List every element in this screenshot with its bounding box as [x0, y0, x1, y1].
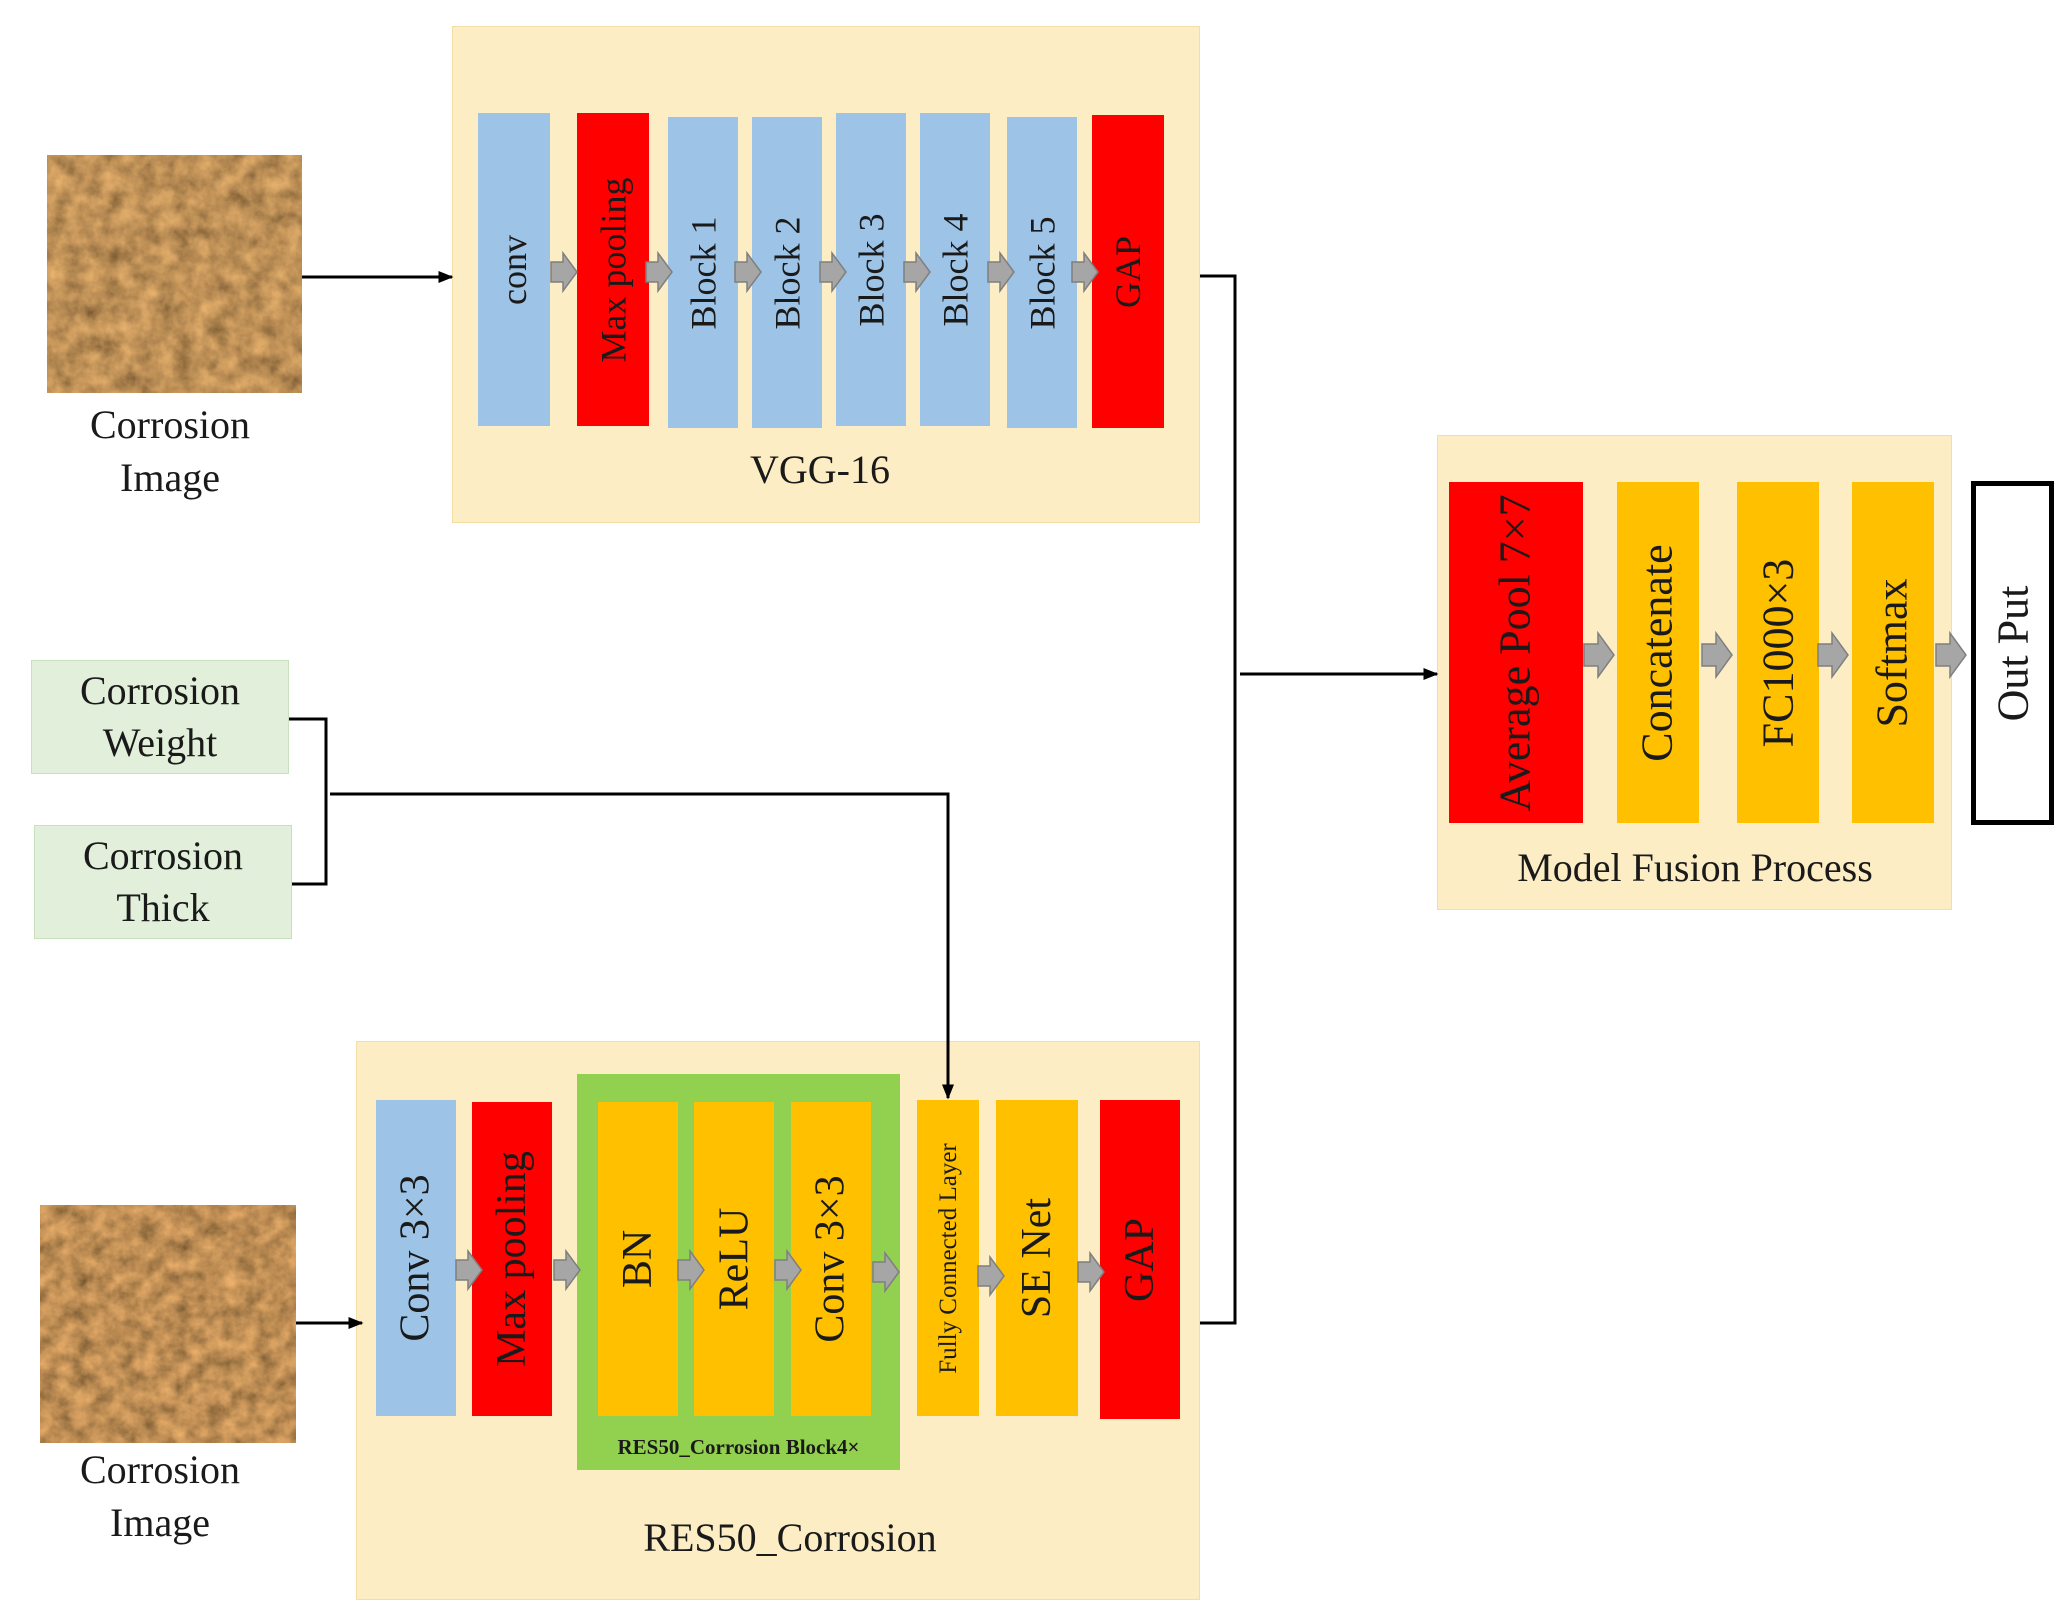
weight-label-line2: Weight — [102, 720, 218, 765]
res-fully-connected-block: Fully Connected Layer — [917, 1100, 979, 1416]
vgg-block4: Block 4 — [920, 113, 990, 426]
gray-arrow-icon — [677, 1248, 705, 1292]
gray-arrow-icon — [977, 1254, 1005, 1298]
fusion-avgpool-block: Average Pool 7×7 — [1449, 482, 1583, 823]
res50-title: RES50_Corrosion — [643, 1515, 937, 1560]
side-inputs-to-fc-arrow — [330, 792, 954, 1100]
side-inputs-bracket — [289, 717, 328, 886]
gray-arrow-icon — [1817, 630, 1849, 680]
gray-arrow-icon — [734, 250, 762, 294]
gray-arrow-icon — [553, 1248, 581, 1292]
vgg-block1: Block 1 — [668, 117, 738, 428]
vgg-block5: Block 5 — [1007, 117, 1077, 428]
bottom-image-label-line2: Image — [110, 1500, 210, 1545]
top-image-label: Corrosion Image — [40, 398, 300, 504]
res-gap-block: GAP — [1100, 1100, 1180, 1419]
vgg-output-connector — [1200, 274, 1237, 674]
fusion-concatenate-block: Concatenate — [1617, 482, 1699, 823]
gray-arrow-icon — [774, 1248, 802, 1292]
corrosion-weight-input: Corrosion Weight — [31, 660, 289, 774]
gray-arrow-icon — [1583, 630, 1615, 680]
res-maxpool-block: Max pooling — [472, 1102, 552, 1416]
corrosion-thick-input: Corrosion Thick — [34, 825, 292, 939]
gray-arrow-icon — [455, 1248, 483, 1292]
top-image-label-line2: Image — [120, 455, 220, 500]
thick-label-line2: Thick — [116, 885, 210, 930]
vgg-block2: Block 2 — [752, 117, 822, 428]
gray-arrow-icon — [1935, 630, 1967, 680]
gray-arrow-icon — [1071, 250, 1099, 294]
res-inner-conv-block: Conv 3×3 — [791, 1102, 871, 1416]
gray-arrow-icon — [987, 250, 1015, 294]
top-image-label-line1: Corrosion — [90, 402, 250, 447]
vgg-conv-block: conv — [478, 113, 550, 426]
fusion-title: Model Fusion Process — [1517, 845, 1873, 890]
bottom-corrosion-image — [40, 1205, 296, 1443]
res-output-connector — [1200, 674, 1237, 1325]
weight-label-line1: Corrosion — [80, 668, 240, 713]
gray-arrow-icon — [903, 250, 931, 294]
gray-arrow-icon — [645, 250, 673, 294]
bottom-image-label: Corrosion Image — [30, 1443, 290, 1549]
rust-texture-graphic — [47, 155, 302, 393]
gray-arrow-icon — [1701, 630, 1733, 680]
gray-arrow-icon — [872, 1250, 900, 1294]
fusion-softmax-block: Softmax — [1852, 482, 1934, 823]
res-senet-block: SE Net — [996, 1100, 1078, 1416]
gray-arrow-icon — [1077, 1250, 1105, 1294]
top-corrosion-image — [47, 155, 302, 393]
bottom-image-label-line1: Corrosion — [80, 1447, 240, 1492]
vgg-block3: Block 3 — [836, 113, 906, 426]
res-inner-block-caption: RES50_Corrosion Block4× — [617, 1435, 860, 1459]
vgg16-title: VGG-16 — [750, 447, 890, 492]
res-relu-block: ReLU — [694, 1102, 774, 1416]
output-box: Out Put — [1971, 481, 2054, 825]
vgg-maxpool-block: Max pooling — [577, 113, 649, 426]
rust-texture-graphic — [40, 1205, 296, 1443]
vgg-gap-block: GAP — [1092, 115, 1164, 428]
fusion-fc-block: FC1000×3 — [1737, 482, 1819, 823]
gray-arrow-icon — [819, 250, 847, 294]
gray-arrows — [455, 250, 1967, 1298]
gray-arrow-icon — [550, 250, 578, 294]
res-conv-block: Conv 3×3 — [376, 1100, 456, 1416]
thick-label-line1: Corrosion — [83, 833, 243, 878]
res-bn-block: BN — [598, 1102, 678, 1416]
